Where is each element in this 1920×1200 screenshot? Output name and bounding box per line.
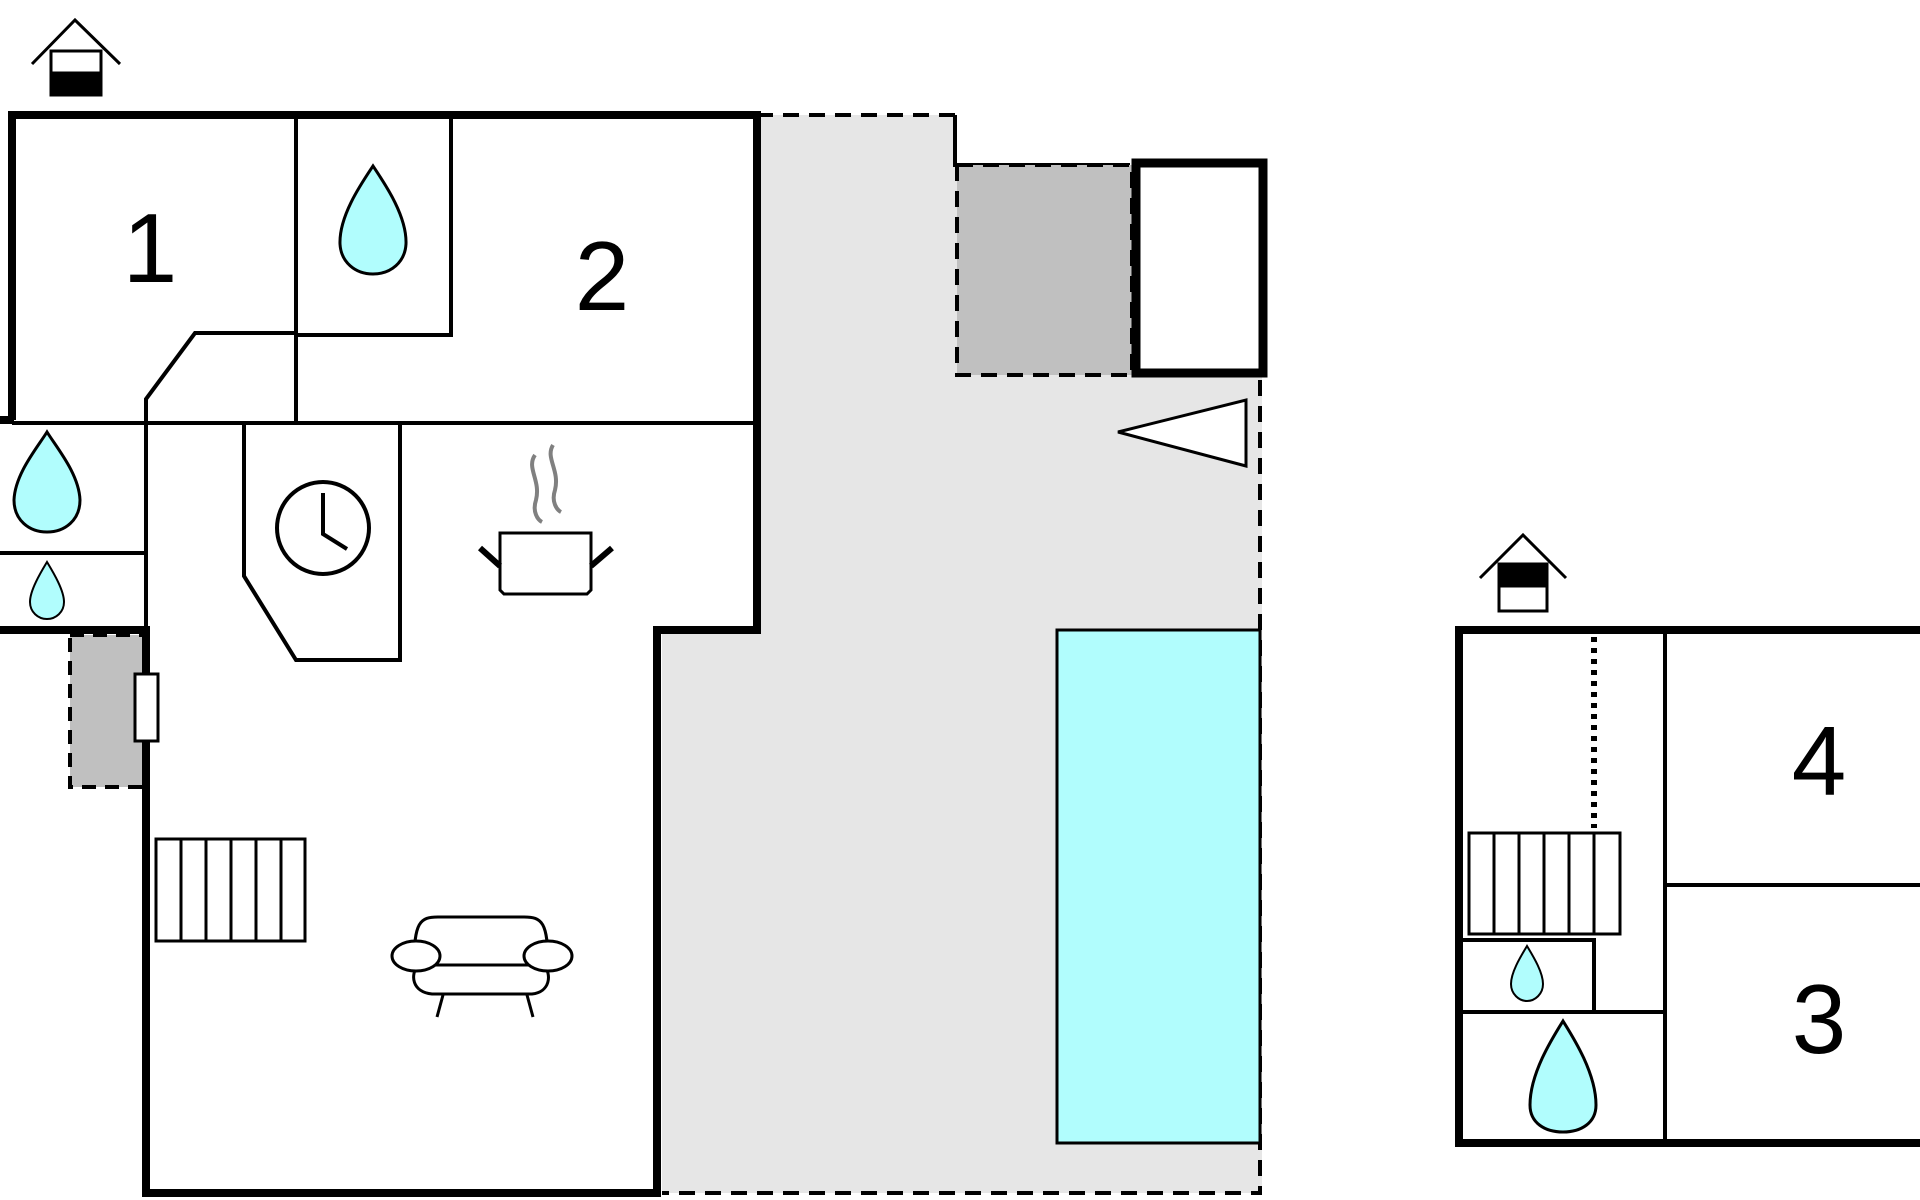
room-1-label: 1 xyxy=(123,193,178,303)
sofa-icon xyxy=(390,915,574,1018)
parking-triangle-icon xyxy=(1117,398,1248,468)
main-building-walls xyxy=(0,111,761,1197)
room-4-label: 4 xyxy=(1792,706,1847,816)
staircase-icon xyxy=(1467,831,1622,936)
water-drop-icon xyxy=(12,429,82,534)
water-drop-icon xyxy=(338,163,408,276)
covered-area xyxy=(955,163,1134,377)
house-floor-icon xyxy=(1478,532,1568,613)
upper-floor-walls xyxy=(1455,626,1920,1147)
cooking-pot-icon xyxy=(477,443,614,596)
outbuilding xyxy=(1131,158,1268,378)
water-drop-icon xyxy=(1528,1018,1598,1134)
water-drop-icon xyxy=(1509,944,1545,1003)
side-door xyxy=(133,672,160,743)
room-2-label: 2 xyxy=(575,221,630,331)
room-3-label: 3 xyxy=(1792,964,1847,1074)
house-floor-icon xyxy=(30,17,122,97)
side-covered-area xyxy=(68,633,147,789)
water-drop-icon xyxy=(28,560,66,621)
pool xyxy=(1055,628,1262,1145)
staircase-icon xyxy=(154,837,307,943)
clock-icon xyxy=(275,480,371,576)
